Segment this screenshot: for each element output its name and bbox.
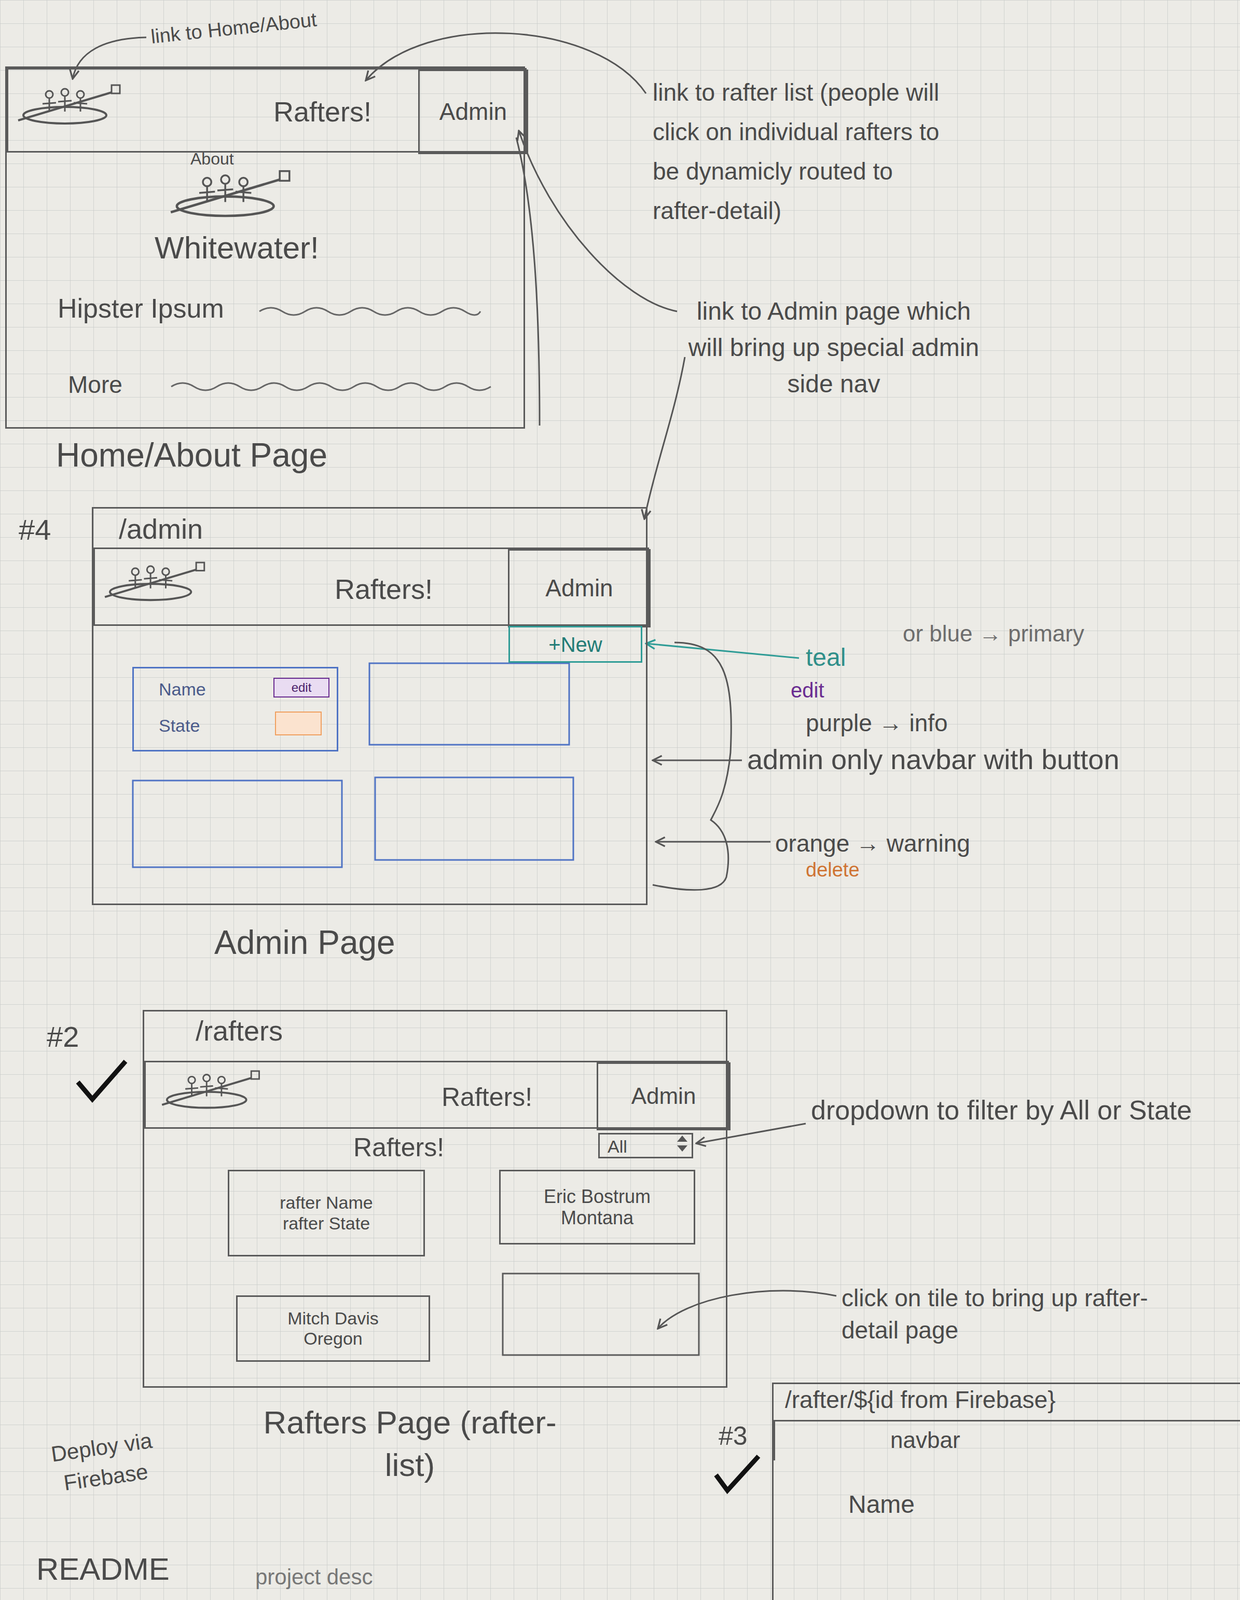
annotation-label: delete bbox=[805, 857, 860, 883]
node-text: Rafters! bbox=[353, 1132, 445, 1163]
node-text: rafter Name bbox=[279, 1192, 374, 1213]
rafter-card: Mitch DavisOregon bbox=[236, 1294, 431, 1362]
node-text: Oregon bbox=[303, 1328, 363, 1349]
annotation-label: Home/About Page bbox=[56, 433, 328, 477]
node-text: Eric Bostrum bbox=[543, 1185, 651, 1207]
annotation-label: Rafters Page (rafter-list) bbox=[249, 1400, 571, 1486]
annotation-label: #2 bbox=[46, 1017, 79, 1056]
edit-button: edit bbox=[273, 677, 330, 698]
rafter-card: Eric BostrumMontana bbox=[499, 1169, 696, 1245]
node-text: Hipster Ipsum bbox=[57, 293, 225, 325]
node-text: edit bbox=[291, 680, 312, 695]
annotation-label: orange → warning bbox=[775, 828, 971, 860]
annotation-label: #3 bbox=[718, 1418, 748, 1453]
annotation-label: link to Admin page which will bring up s… bbox=[683, 293, 985, 403]
page-frame: AboutWhitewater!Hipster IpsumMoreRafters… bbox=[5, 66, 526, 429]
node-text: +New bbox=[548, 632, 602, 657]
node-text: Rafters! bbox=[273, 95, 372, 128]
new-button: +New bbox=[508, 625, 643, 663]
node-text: All bbox=[607, 1136, 628, 1157]
node-text: Whitewater! bbox=[154, 229, 320, 266]
annotation-label: purple → info bbox=[805, 707, 948, 739]
navbar: navbar bbox=[773, 1419, 1240, 1460]
annotation-label: Admin Page bbox=[214, 920, 396, 964]
nav-tab: Admin bbox=[418, 69, 529, 155]
node-text: Name bbox=[848, 1489, 915, 1519]
page-frame: /rafter/${id from Firebase} Name navbar bbox=[772, 1382, 1240, 1600]
node-text: /rafter/${id from Firebase} bbox=[784, 1385, 1056, 1414]
navbar: Rafters! Admin bbox=[93, 547, 650, 626]
annotation-label: README bbox=[36, 1548, 170, 1590]
node-text: Montana bbox=[560, 1206, 634, 1229]
annotation-label: or blue → primary bbox=[902, 618, 1085, 649]
annotation-label: edit bbox=[790, 676, 825, 704]
node-text: Admin bbox=[439, 98, 507, 126]
annotation-label: click on tile to bring up rafter-detail … bbox=[841, 1281, 1205, 1346]
node-text: Rafters! bbox=[334, 572, 433, 605]
node-text: Name bbox=[158, 679, 206, 700]
annotation-label: project desc bbox=[255, 1562, 373, 1592]
navbar: Rafters! Admin bbox=[144, 1060, 729, 1129]
node-text: /rafters bbox=[195, 1014, 283, 1047]
rafter-card: rafter Namerafter State bbox=[227, 1169, 425, 1257]
node-text: rafter State bbox=[282, 1213, 370, 1234]
nav-tab: Admin bbox=[596, 1062, 731, 1131]
node-text: State bbox=[158, 715, 200, 736]
annotation-label: dropdown to filter by All or State bbox=[810, 1092, 1226, 1128]
node-text: navbar bbox=[890, 1426, 961, 1454]
annotation-label: teal bbox=[805, 641, 846, 674]
rafter-card: NameState edit bbox=[132, 666, 339, 752]
annotation-label: admin only navbar with button bbox=[747, 740, 1121, 778]
page-frame: /adminRafters! Admin +NewNameState edit bbox=[91, 506, 648, 905]
navbar: Rafters! Admin bbox=[6, 67, 527, 153]
node-text: More bbox=[67, 370, 123, 399]
node-text: Admin bbox=[545, 574, 613, 602]
node-text: /admin bbox=[118, 512, 203, 545]
annotation-label: #4 bbox=[18, 511, 51, 549]
node-text: Admin bbox=[631, 1082, 697, 1110]
nav-tab: Admin bbox=[507, 548, 651, 628]
node-text: Mitch Davis bbox=[287, 1307, 379, 1329]
filter-dropdown: All bbox=[598, 1132, 694, 1159]
annotation-label: link to rafter list (people will click o… bbox=[652, 72, 954, 231]
node-text: Rafters! bbox=[441, 1082, 533, 1113]
page-frame: /raftersRafters! Rafters! AdminAll rafter N… bbox=[142, 1009, 728, 1388]
